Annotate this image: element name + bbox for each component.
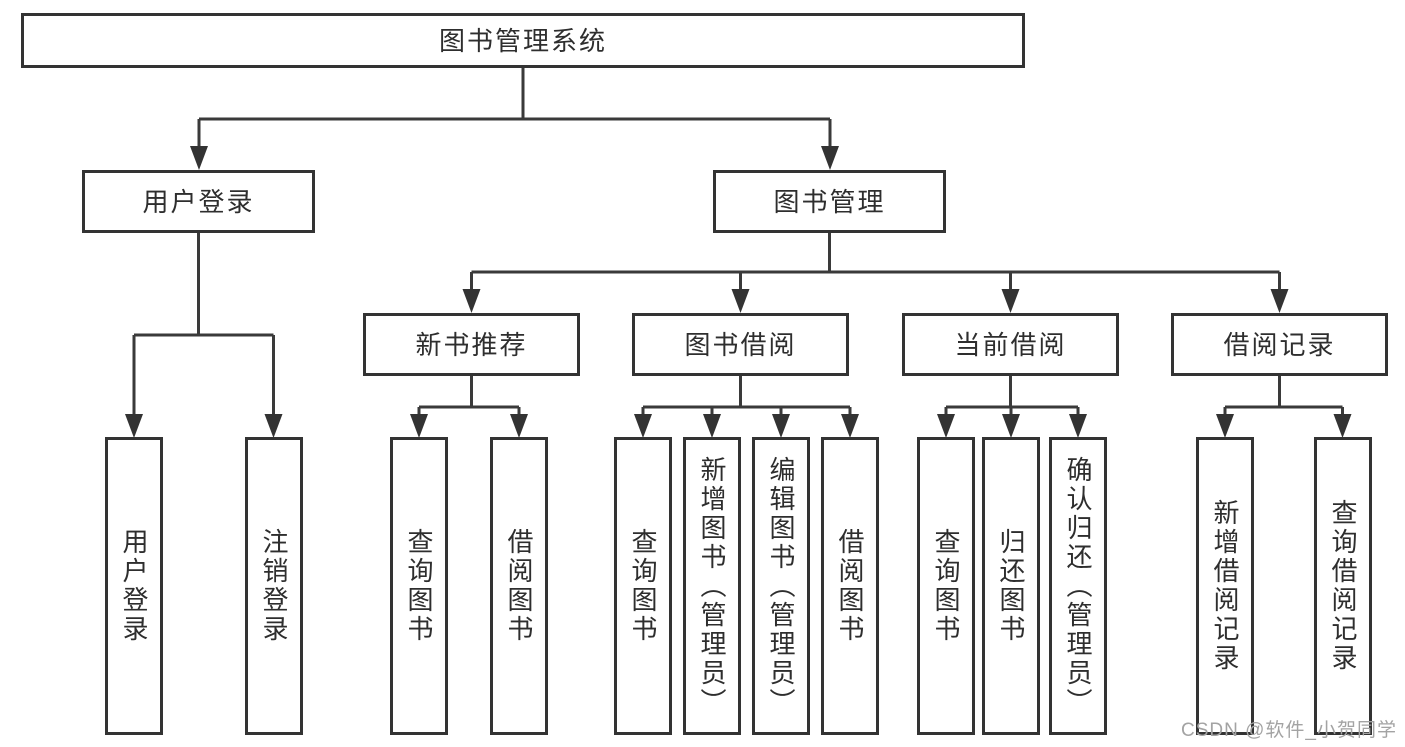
leaf-label: 归还图书 <box>996 528 1026 644</box>
node-leaf-logout: 注销登录 <box>245 437 303 735</box>
node-user-login: 用户登录 <box>82 170 315 233</box>
node-book-management: 图书管理 <box>713 170 946 233</box>
connector-new-book-to-leaves <box>410 376 528 438</box>
leaf-label: 新增借阅记录 <box>1210 499 1240 673</box>
leaf-label: 借阅图书 <box>504 528 534 644</box>
node-leaf-edit-book-admin: 编辑图书（管理员） <box>752 437 810 735</box>
node-leaf-confirm-return-admin: 确认归还（管理员） <box>1049 437 1107 735</box>
connector-borrow-records-to-leaves <box>1216 376 1352 438</box>
leaf-label: 借阅图书 <box>835 528 865 644</box>
leaf-label: 注销登录 <box>259 528 289 644</box>
leaf-label: 编辑图书（管理员） <box>766 455 796 717</box>
node-leaf-add-book-admin: 新增图书（管理员） <box>683 437 741 735</box>
node-leaf-query-books-current: 查询图书 <box>917 437 975 735</box>
node-leaf-return-book: 归还图书 <box>982 437 1040 735</box>
connector-user-login-to-leaves <box>125 233 283 438</box>
connector-root-to-level1 <box>190 68 839 170</box>
connector-current-borrow-to-leaves <box>937 376 1087 438</box>
leaf-label: 查询图书 <box>931 528 961 644</box>
node-leaf-query-books-recommend: 查询图书 <box>390 437 448 735</box>
node-leaf-query-books-borrow: 查询图书 <box>614 437 672 735</box>
node-leaf-borrow-books-recommend: 借阅图书 <box>490 437 548 735</box>
leaf-label: 用户登录 <box>119 528 149 644</box>
connector-book-management-to-level2 <box>462 233 1289 313</box>
leaf-label: 查询图书 <box>628 528 658 644</box>
leaf-label: 新增图书（管理员） <box>697 455 727 717</box>
connector-book-borrow-to-leaves <box>634 376 859 438</box>
node-current-borrow: 当前借阅 <box>902 313 1119 376</box>
node-new-book-recommend: 新书推荐 <box>363 313 580 376</box>
node-borrow-records: 借阅记录 <box>1171 313 1388 376</box>
leaf-label: 确认归还（管理员） <box>1063 455 1093 717</box>
leaf-label: 查询图书 <box>404 528 434 644</box>
node-leaf-user-login: 用户登录 <box>105 437 163 735</box>
node-root-library-system: 图书管理系统 <box>21 13 1025 68</box>
node-leaf-query-borrow-record: 查询借阅记录 <box>1314 437 1372 735</box>
leaf-label: 查询借阅记录 <box>1328 499 1358 673</box>
node-book-borrow: 图书借阅 <box>632 313 849 376</box>
node-leaf-borrow-books: 借阅图书 <box>821 437 879 735</box>
node-leaf-add-borrow-record: 新增借阅记录 <box>1196 437 1254 735</box>
